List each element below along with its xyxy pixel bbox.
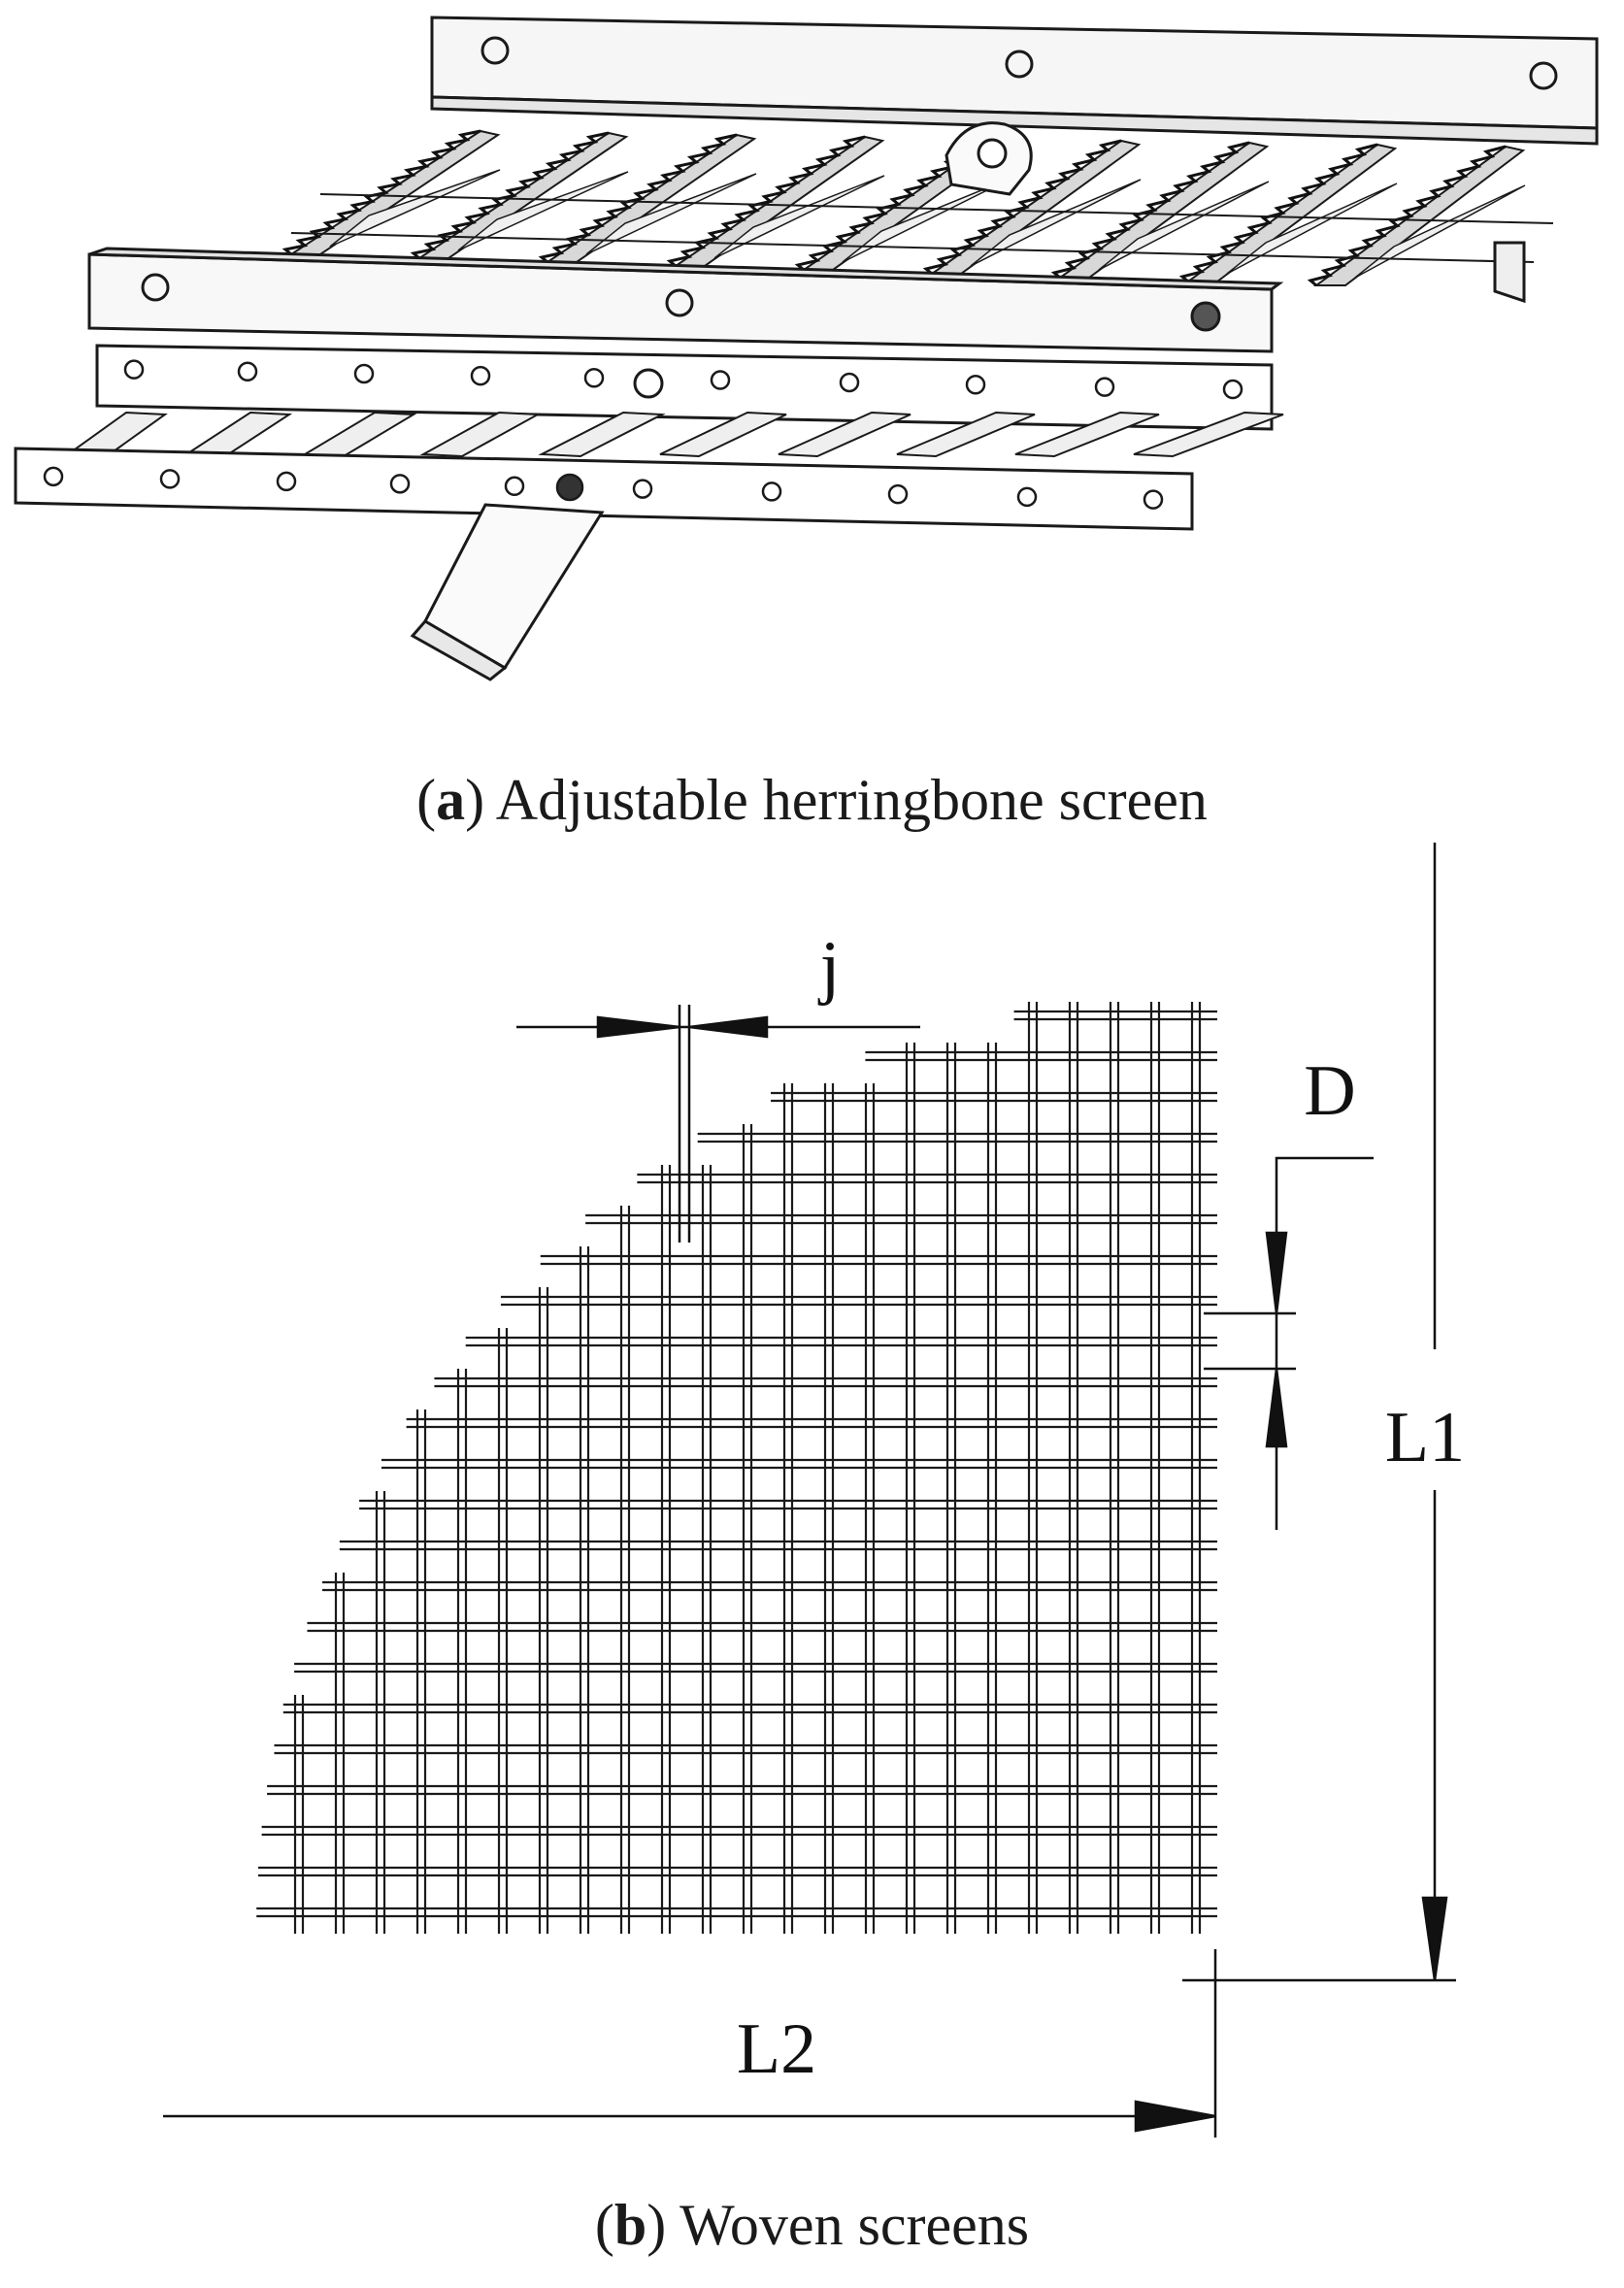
lower-strut [659,411,787,458]
dimension-l1 [1182,843,1456,1982]
front-upper-plate [87,247,1284,353]
bolt-hole [389,474,411,494]
woven-screen-drawing: j D L1 L2 [163,843,1465,2138]
blade-web [457,171,629,251]
blade-serration [1307,145,1507,287]
bolt-hole [583,367,605,388]
caption-b: (b) Woven screens [594,2193,1030,2257]
bolt-hole [1222,379,1243,400]
hinge-lug [945,121,1033,196]
bolt-hole [710,370,731,390]
bolt-hole [237,361,258,382]
bolt-hole [1005,50,1034,79]
cross-rail [319,193,1554,224]
bottom-plate [14,447,1194,531]
bolt-row-middle [123,359,1243,400]
blade-web [1226,182,1398,275]
bolt-hole [276,471,297,492]
bolt-hole [141,273,170,302]
blade-serration [922,139,1122,276]
blade-serration [1178,143,1378,283]
front-middle-plate [95,344,1274,431]
label-j: j [817,927,841,1007]
lower-strut [778,411,911,458]
bolt-hole [665,288,694,317]
caption-b-letter: b [613,2193,647,2257]
bolt-hole [1529,61,1558,90]
bolt-hole [761,481,782,502]
caption-a-text: Adjustable herringbone screen [495,768,1208,832]
bolt-head [555,473,584,502]
blade-web [1354,184,1526,279]
lower-strut [301,411,417,458]
lower-strut [896,411,1036,458]
blade-web [585,173,757,255]
bolt-head [633,368,664,399]
lower-strut [182,411,293,458]
label-d: D [1304,1051,1355,1131]
caption-a: (a) Adjustable herringbone screen [416,768,1208,832]
bolt-hole [353,363,375,384]
bolt-hole [504,476,525,497]
blade-web [329,169,501,248]
cross-rail [290,232,1535,263]
caption-b-text: Woven screens [679,2193,1030,2257]
herringbone-screen-drawing [14,16,1599,681]
bolt-hole [481,36,510,65]
bolt-hole [632,479,653,499]
side-bracket [1493,241,1526,304]
dimension-l2 [163,1949,1217,2138]
bolt-head [1190,301,1221,332]
herringbone-blades [282,129,1554,287]
bolt-hole [839,372,860,393]
bolt-hole [965,375,986,395]
discharge-chute [410,503,605,681]
label-l2: L2 [737,2009,816,2089]
woven-mesh [256,1002,1217,1934]
blade-web [1098,181,1270,271]
dimension-d [1204,1156,1374,1530]
lower-strut [1133,411,1284,458]
bolt-hole [1143,489,1164,510]
lower-strut [1014,411,1160,458]
bolt-row-bottom [43,466,1164,510]
bolt-hole [159,469,181,489]
lower-struts [65,411,1284,458]
caption-a-letter: a [436,768,466,832]
blade-serration [538,133,738,264]
label-l1: L1 [1385,1398,1465,1477]
lower-strut [419,411,542,458]
blade-serration [666,135,866,268]
herringbone-blade [1312,145,1526,286]
blade-web [970,179,1142,267]
bolt-hole [887,483,909,505]
lower-strut [538,411,666,458]
blade-serration [1050,141,1250,280]
bolt-hole [470,365,491,386]
bolt-hole [1016,486,1038,508]
dimension-j [516,1005,920,1243]
rear-mounting-plate [430,16,1599,146]
bolt-hole [1094,377,1115,397]
bolt-hole [123,359,145,380]
bolt-hole [43,466,64,487]
